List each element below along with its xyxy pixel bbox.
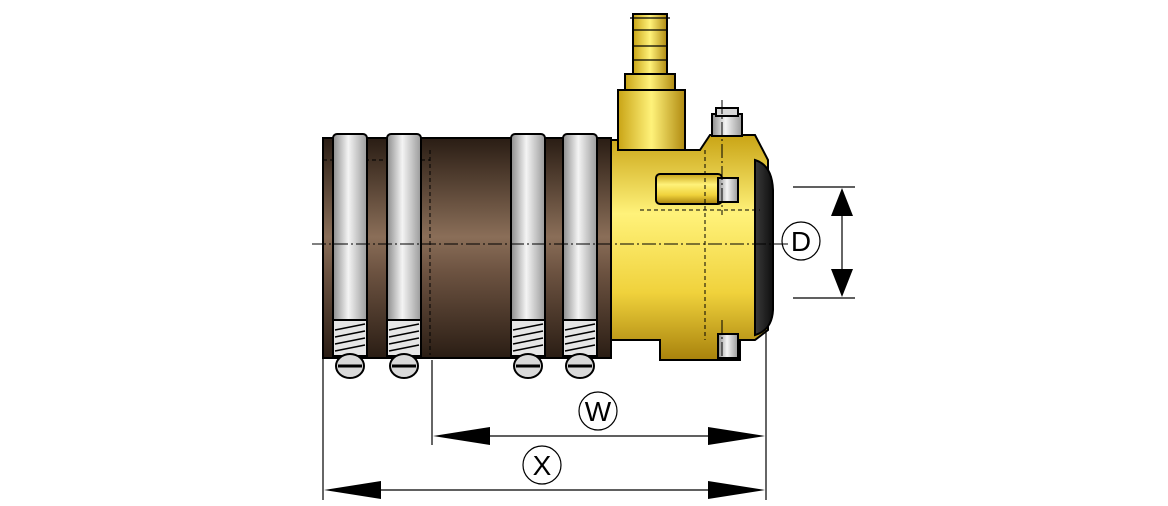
hose-clamp bbox=[562, 133, 598, 379]
lower-screw bbox=[717, 333, 739, 359]
hose-clamp bbox=[386, 133, 422, 379]
housing-slot bbox=[655, 173, 723, 205]
hose-barb bbox=[624, 13, 676, 91]
d-label: D bbox=[791, 226, 811, 257]
extension-lines bbox=[322, 186, 855, 500]
upper-screw bbox=[717, 177, 739, 203]
dimension-d: D bbox=[781, 188, 853, 297]
housing-body bbox=[607, 134, 769, 361]
hose-clamps bbox=[332, 133, 598, 379]
top-bolt bbox=[711, 107, 743, 137]
x-label: X bbox=[533, 450, 552, 481]
brass-housing bbox=[607, 13, 774, 362]
dimension-w: W bbox=[433, 391, 765, 445]
x-label-circle bbox=[522, 445, 562, 485]
housing-neck bbox=[617, 89, 686, 151]
hose-clamp bbox=[332, 133, 368, 379]
w-label: W bbox=[585, 396, 612, 427]
end-cap bbox=[754, 158, 774, 337]
d-label-circle bbox=[781, 221, 821, 261]
w-label-circle bbox=[578, 391, 618, 431]
dimension-x: X bbox=[324, 445, 765, 499]
hose-clamp bbox=[510, 133, 546, 379]
